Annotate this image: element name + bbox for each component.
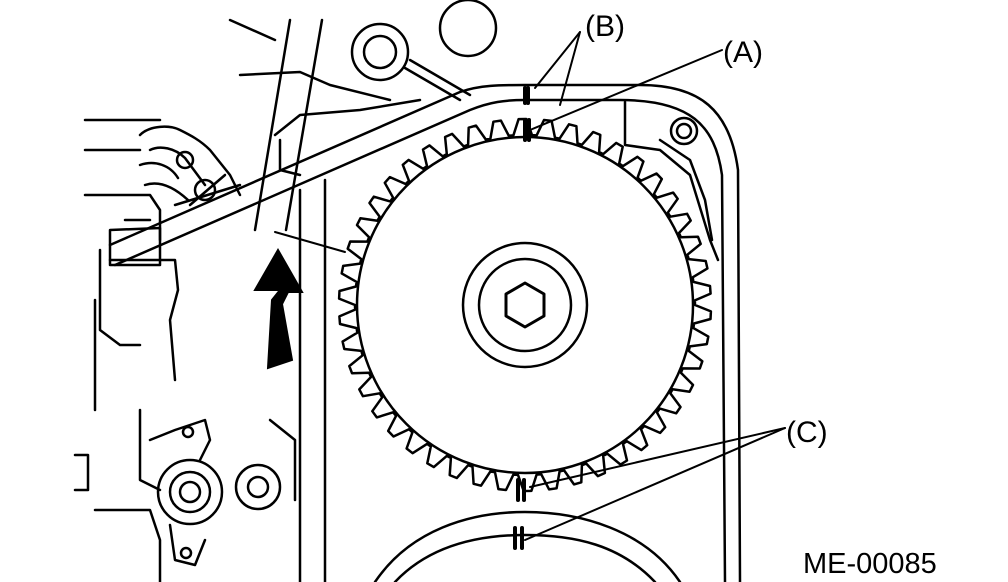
belt-cover xyxy=(623,100,720,262)
lower-pulleys xyxy=(148,418,282,567)
figure-id: ME-00085 xyxy=(803,548,937,580)
leader-lines xyxy=(274,31,786,541)
tensioner-assembly xyxy=(108,125,242,267)
label-b: (B) xyxy=(585,10,625,43)
timing-belt xyxy=(108,83,742,582)
camshaft-sprocket xyxy=(337,117,713,493)
rotation-arrow xyxy=(253,247,304,370)
alignment-marks xyxy=(513,86,531,550)
engine-casing xyxy=(73,18,422,582)
idler-pulleys xyxy=(350,0,498,102)
label-a: (A) xyxy=(723,36,763,69)
label-c: (C) xyxy=(786,416,828,449)
crankshaft-sprocket xyxy=(373,510,682,582)
